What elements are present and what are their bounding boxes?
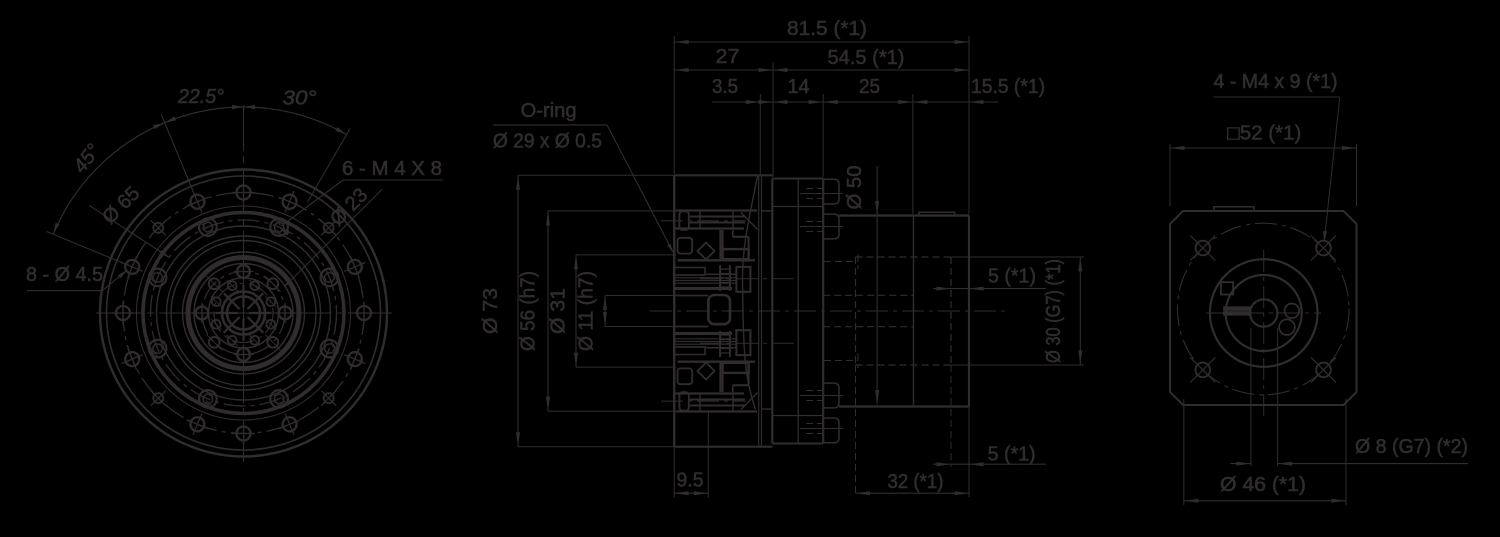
svg-text:Ø 56 (h7): Ø 56 (h7) <box>518 271 540 351</box>
svg-text:Ø 50: Ø 50 <box>844 166 866 210</box>
svg-text:5 (*1): 5 (*1) <box>988 266 1036 288</box>
svg-text:Ø 46 (*1): Ø 46 (*1) <box>1220 474 1306 496</box>
svg-text:54.5 (*1): 54.5 (*1) <box>828 47 905 69</box>
svg-text:15.5 (*1): 15.5 (*1) <box>971 76 1045 98</box>
svg-text:25: 25 <box>859 76 880 98</box>
svg-text:32 (*1): 32 (*1) <box>888 471 944 493</box>
svg-text:Ø 8 (G7) (*2): Ø 8 (G7) (*2) <box>1355 436 1468 458</box>
svg-text:14: 14 <box>788 76 810 98</box>
svg-text:□52 (*1): □52 (*1) <box>1227 123 1301 145</box>
svg-text:5 (*1): 5 (*1) <box>988 444 1036 466</box>
svg-text:Ø 29 x Ø 0.5: Ø 29 x Ø 0.5 <box>493 131 602 153</box>
svg-text:81.5 (*1): 81.5 (*1) <box>787 18 867 40</box>
svg-text:30°: 30° <box>283 88 317 110</box>
svg-text:3.5: 3.5 <box>712 76 738 98</box>
svg-text:8 - Ø 4.5: 8 - Ø 4.5 <box>26 264 103 286</box>
svg-text:Ø 73: Ø 73 <box>480 288 502 334</box>
svg-text:Ø 30 (G7) (*1): Ø 30 (G7) (*1) <box>1043 259 1065 363</box>
svg-text:22.5°: 22.5° <box>177 86 224 108</box>
svg-text:27: 27 <box>716 46 740 68</box>
svg-text:6 - M 4 X 8: 6 - M 4 X 8 <box>342 158 442 180</box>
svg-text:O-ring: O-ring <box>521 100 577 122</box>
svg-text:4 - M4 x 9 (*1): 4 - M4 x 9 (*1) <box>1214 71 1338 93</box>
svg-text:9.5: 9.5 <box>677 470 704 492</box>
svg-text:Ø 11 (h7): Ø 11 (h7) <box>576 271 598 351</box>
svg-text:Ø 31: Ø 31 <box>548 288 570 334</box>
